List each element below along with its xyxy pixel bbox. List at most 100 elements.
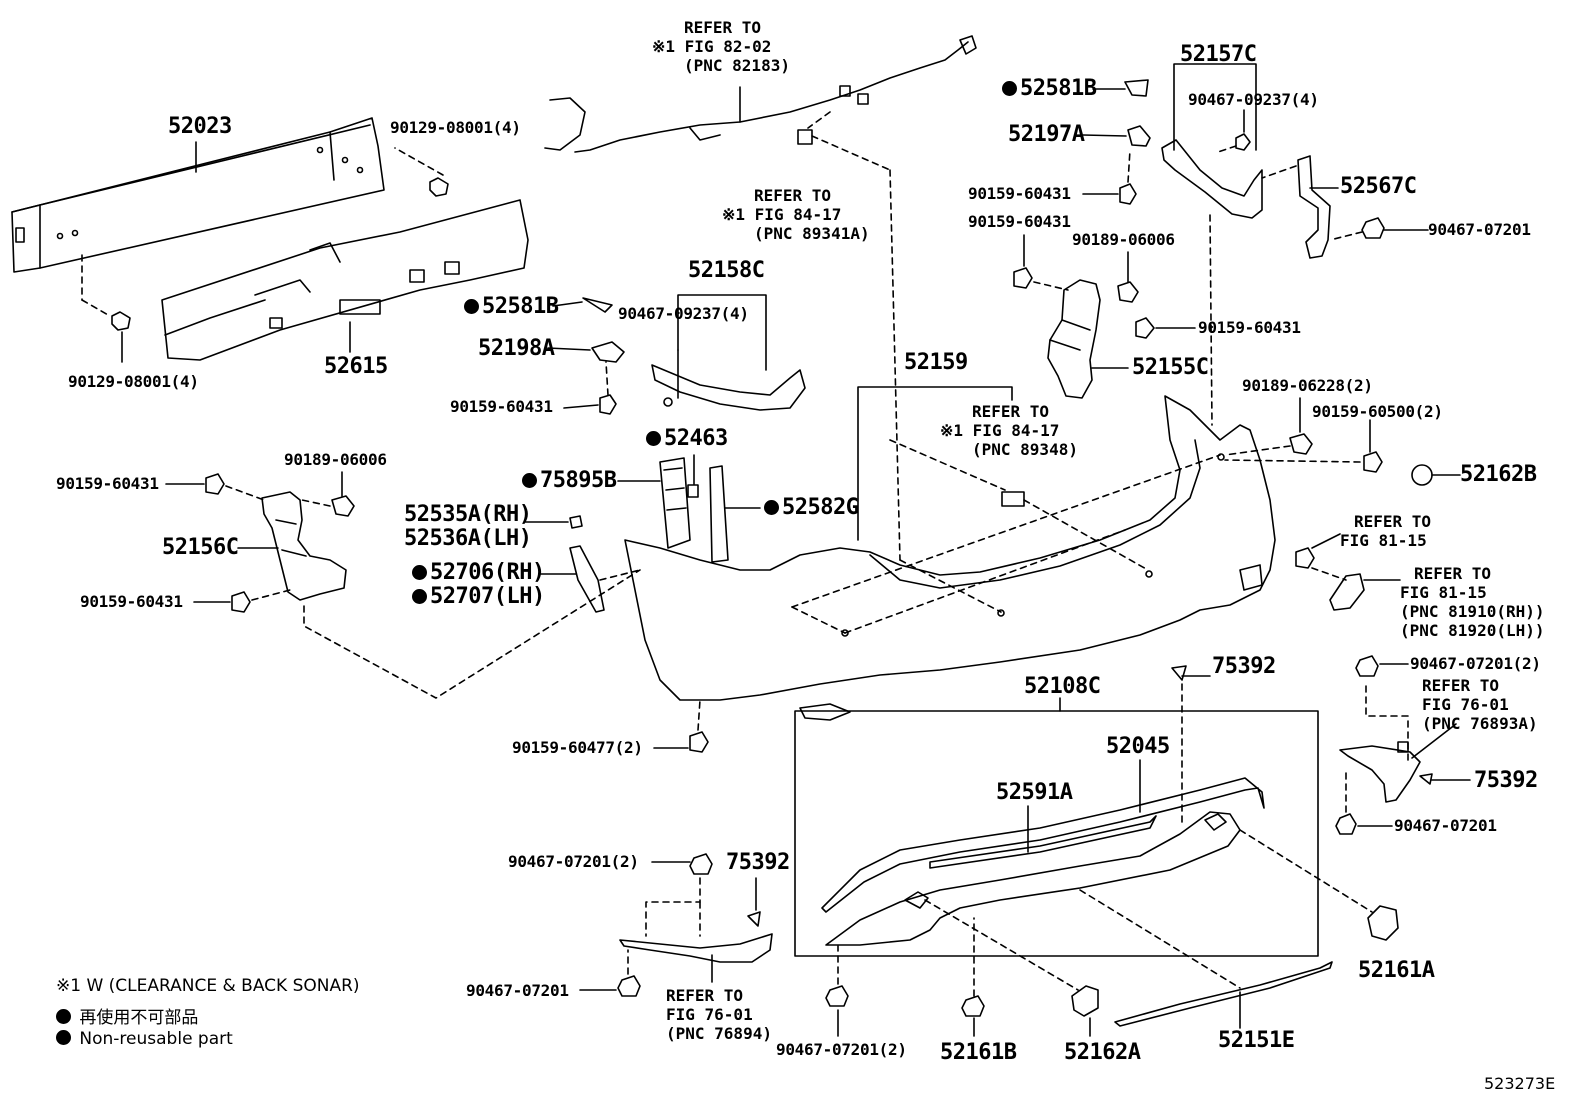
label-90467-07201-2l: 90467-07201(2) (508, 852, 639, 871)
clip-90467-07201-2r-part (1356, 656, 1378, 676)
ref-fig-84-17-b-line3: (PNC 89348) (972, 440, 1078, 459)
label-90129-top: 90129-08001(4) (390, 118, 521, 137)
pad-75895B-part (660, 458, 690, 548)
ref-fig-76-01-a-line2: FIG 76-01 (1422, 695, 1509, 714)
pad-52581B-mid-part (583, 298, 612, 312)
ref-fig-81-15-b-line4: (PNC 81920(LH)) (1400, 621, 1545, 640)
clip-90467-07201-r-part (1362, 218, 1384, 238)
garnish-76893A-part (1340, 742, 1420, 802)
non-reusable-icon (522, 473, 537, 488)
bracket-52159 (858, 387, 1012, 540)
label-90129-bottom: 90129-08001(4) (68, 372, 199, 391)
callout-89348-dash-3 (900, 560, 1001, 612)
note-non-reusable-en: Non-reusable part (56, 1029, 233, 1049)
ref-fig-84-17-a: REFER TO ※1 FIG 84-17 (PNC 89341A) (722, 186, 870, 243)
wire-harness-82183-part (545, 36, 976, 152)
cap-52162A-part (1072, 986, 1098, 1016)
label-52615: 52615 (324, 354, 388, 379)
note-non-reusable-en-text: Non-reusable part (79, 1029, 233, 1049)
retainer-52158C-part (652, 365, 805, 410)
ref-fig-76-01-b-line1: REFER TO (666, 986, 744, 1005)
callout-90467-07201-r-dash (1330, 232, 1362, 240)
pad-52582G-part (710, 466, 728, 562)
label-52162B: 52162B (1460, 462, 1537, 487)
callout-52581B-mid (553, 302, 582, 306)
retainer-52157C-part (1162, 140, 1262, 218)
ref-fig-81-15-b-line2: FIG 81-15 (1400, 583, 1487, 602)
ref-fig-82-02-line1: REFER TO (684, 18, 762, 37)
label-52158C: 52158C (688, 258, 765, 283)
ref-fig-76-01-b-line2: FIG 76-01 (666, 1005, 753, 1024)
label-90159-60477: 90159-60477(2) (512, 738, 643, 757)
ref-fig-76-01-a: REFER TO FIG 76-01 (PNC 76893A) (1422, 676, 1538, 733)
pad-52463-part (688, 485, 698, 497)
label-90467-07201-r: 90467-07201 (1428, 220, 1531, 239)
label-90159-60431-l1: 90159-60431 (56, 474, 159, 493)
cap-52162B-part (1412, 465, 1432, 485)
label-52582G-text: 52582G (782, 495, 859, 520)
callout-90159-l2-dash (252, 590, 290, 600)
ref-fig-81-15-b: REFER TO FIG 81-15 (PNC 81910(RH)) (PNC … (1400, 564, 1545, 640)
figure-id: 523273E (1484, 1074, 1556, 1093)
label-52463: 52463 (646, 428, 728, 450)
label-52706: 52706(RH) (412, 562, 545, 584)
ref-fig-82-02: REFER TO ※1 FIG 82-02 (PNC 82183) (652, 18, 790, 75)
clip-75392-top-part (1172, 666, 1186, 680)
screw-90159-r1-part (1120, 184, 1136, 204)
ref-fig-81-15-a-line1: REFER TO (1354, 512, 1432, 531)
callout-52706-dash (600, 570, 640, 580)
ref-fig-81-15-b-line1: REFER TO (1414, 564, 1492, 583)
clip-90467-07201-r2-part (1336, 814, 1356, 834)
clip-75392-right-part (1420, 774, 1432, 784)
label-52707: 52707(LH) (412, 586, 545, 608)
screw-90467-09237-r-part (1236, 134, 1250, 150)
sensor-89348-part (1002, 492, 1024, 506)
screw-90159-60477-part (690, 732, 708, 752)
non-reusable-icon (646, 431, 661, 446)
callout-89348-dash-2 (1024, 500, 1148, 570)
callout-90159-60477-dash (698, 700, 700, 730)
callout-90189-06228-dash (1225, 446, 1290, 455)
label-52162A: 52162A (1064, 1040, 1141, 1065)
ref-fig-84-17-a-line2: ※1 FIG 84-17 (722, 205, 842, 224)
callout-90159-mid-up (606, 362, 608, 395)
clip-90189-06228-part (1290, 434, 1312, 454)
callout-89341A (808, 112, 830, 128)
label-52151E: 52151E (1218, 1028, 1295, 1053)
label-75392-top: 75392 (1212, 654, 1276, 679)
screw-90159-l1-part (206, 474, 224, 494)
label-52023: 52023 (168, 114, 232, 139)
callout-90159-l1-dash (226, 486, 264, 500)
nut-90189-06006-l-part (332, 496, 354, 516)
callout-52567C-dash (1262, 166, 1296, 178)
moulding-52151E-part (1115, 962, 1332, 1026)
label-52706-text: 52706(RH) (430, 560, 545, 585)
label-52567C: 52567C (1340, 174, 1417, 199)
callout-89348-dash (890, 440, 1005, 490)
callout-90467-09237-r-dash (1218, 146, 1236, 152)
label-52535A: 52535A(RH) (404, 502, 532, 527)
label-90467-07201-2b: 90467-07201(2) (776, 1040, 907, 1059)
callout-52156C-long (304, 570, 640, 698)
label-75392-left: 75392 (726, 850, 790, 875)
callout-81-15b-dash (1312, 568, 1346, 580)
retainer-52155C-part (1048, 280, 1100, 398)
bracket-52567C-part (1298, 156, 1330, 258)
clip-52161B-part (962, 996, 984, 1016)
callout-52162A-dash (925, 900, 1078, 990)
pad-52581B-right-part (1125, 80, 1148, 96)
non-reusable-icon (412, 565, 427, 580)
non-reusable-icon (1002, 81, 1017, 96)
callout-52157C-long (1210, 215, 1212, 425)
label-90467-09237-r: 90467-09237(4) (1188, 90, 1319, 109)
label-90159-60431-r2: 90159-60431 (968, 212, 1071, 231)
label-90189-06228: 90189-06228(2) (1242, 376, 1373, 395)
bolt-90129-bottom-part (112, 312, 130, 330)
bolt-90129-top-part (430, 178, 448, 196)
label-52463-text: 52463 (664, 426, 728, 451)
ref-fig-84-17-b-line2: ※1 FIG 84-17 (940, 421, 1060, 440)
screw-90159-mid-part (600, 395, 616, 414)
sensor-89341A-part (798, 130, 812, 144)
callout-90159-r2-dash (1034, 282, 1068, 290)
